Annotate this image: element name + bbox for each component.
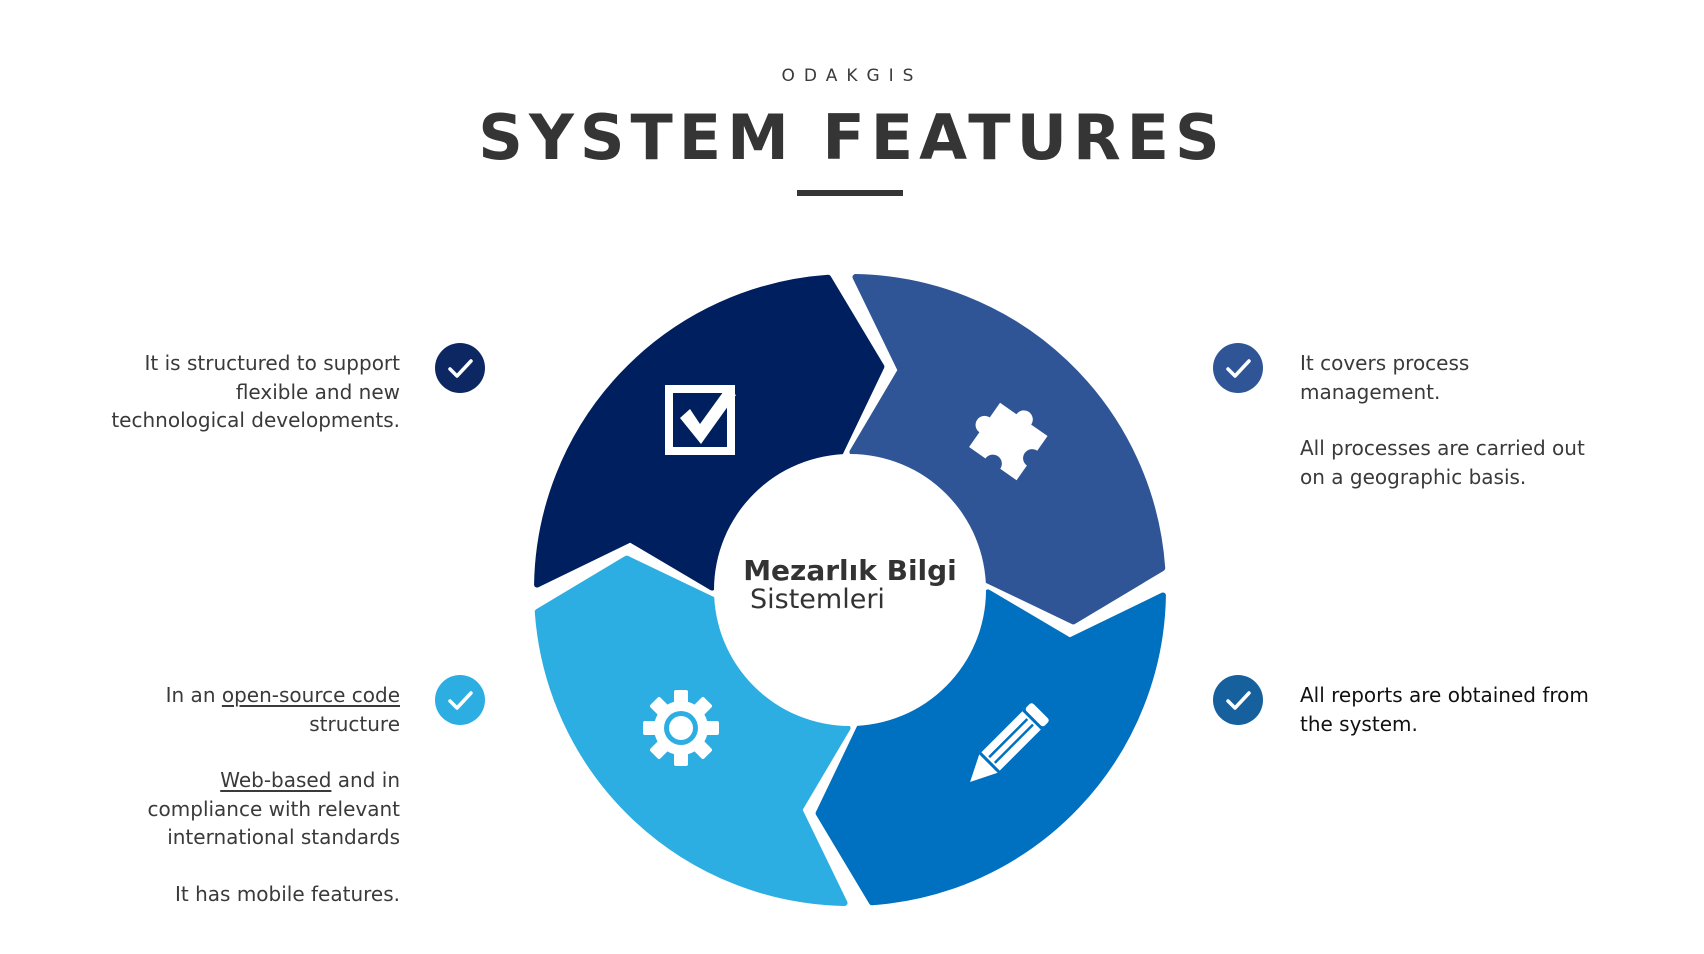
feature-top-left: It is structured to support flexible and… [80,349,400,435]
feature-text: on a geographic basis. [1300,464,1527,489]
feature-paragraph: All processes are carried out on a geogr… [1300,434,1640,491]
feature-line: It is structured to support [144,351,400,375]
checkmark-icon [1226,691,1251,710]
feature-text: structure [309,711,400,736]
gear-icon [643,690,719,766]
center-title: Mezarlık Bilgi [743,554,957,587]
feature-bottom-left: In an open-source code structure Web-bas… [80,681,400,908]
checkmark-icon [448,691,473,710]
checkmark-icon [1226,359,1251,378]
feature-text: In an [165,683,222,707]
feature-paragraph: It has mobile features. [80,880,400,909]
feature-text: All processes are carried out [1300,436,1585,460]
feature-bottom-right: All reports are obtained from the system… [1300,681,1640,738]
check-badge-top-right [1213,343,1263,393]
feature-text: and in [331,768,400,792]
checkmark-icon [448,359,473,378]
eyebrow-brand: ODAKGIS [781,66,923,86]
center-disc [714,454,986,726]
puzzle-icon [969,402,1048,481]
feature-text: It has mobile features. [175,881,400,906]
open-source-link[interactable]: open-source code [221,683,400,707]
feature-line: technological developments. [111,408,400,432]
feature-line: flexible and new [235,379,400,404]
page-title: SYSTEM FEATURES [478,101,1226,174]
center-subtitle: Sistemleri [750,584,885,615]
feature-paragraph: It covers process management. [1300,349,1640,406]
pencil-icon [970,703,1049,782]
feature-text: management. [1300,379,1441,404]
feature-line: the system. [1300,711,1418,736]
feature-text: compliance with relevant [147,796,400,821]
feature-paragraph: In an open-source code structure [80,681,400,738]
title-underline [797,190,903,196]
check-badge-bottom-left [435,675,485,725]
web-based-link[interactable]: Web-based [220,768,332,792]
feature-paragraph: Web-based and in compliance with relevan… [80,766,400,852]
check-badge-bottom-right [1213,675,1263,725]
check-badge-top-left [435,343,485,393]
feature-text: international standards [167,825,400,849]
feature-line: All reports are obtained from [1300,683,1589,707]
feature-top-right: It covers process management. All proces… [1300,349,1640,491]
checkbox-icon [665,385,736,455]
feature-text: It covers process [1300,351,1470,375]
